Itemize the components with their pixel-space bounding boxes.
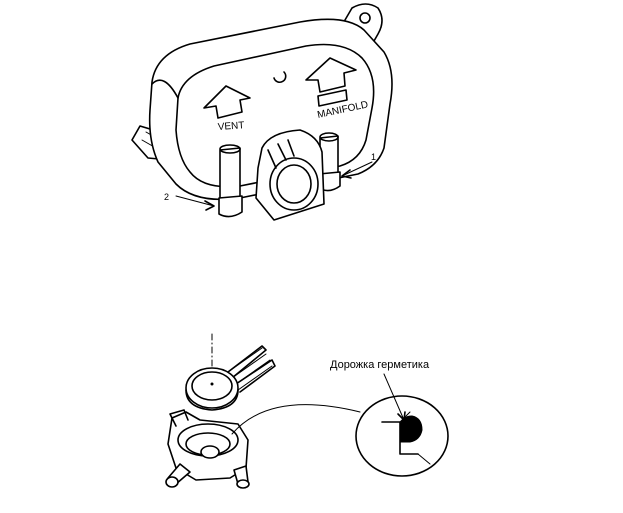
sensor-exploded-view: Дорожка герметика (165, 333, 449, 489)
callout-1: 1 (371, 152, 376, 162)
sensor-housing: VENT MANIFOLD 1 2 (131, 3, 393, 221)
leader-2 (175, 195, 215, 207)
housing-face (175, 43, 375, 188)
sealant-label: Дорожка герметика (330, 359, 430, 371)
callout-2: 2 (164, 192, 169, 202)
manifold-arrow-icon (305, 57, 357, 93)
sensor-element (185, 345, 276, 411)
vent-nozzle (218, 144, 243, 218)
mounting-hole-right (359, 12, 371, 24)
leader-1 (341, 161, 373, 177)
manifold-nozzle (318, 132, 341, 192)
sealant-leader (383, 373, 405, 421)
manifold-bar (317, 89, 348, 107)
vent-arrow-icon (203, 85, 251, 119)
indicator-mark (273, 71, 287, 84)
connector-socket (255, 129, 325, 221)
sensor-base (165, 409, 250, 489)
detail-pointer (231, 404, 361, 435)
vent-label: VENT (217, 120, 244, 133)
sealant-detail (355, 373, 449, 477)
